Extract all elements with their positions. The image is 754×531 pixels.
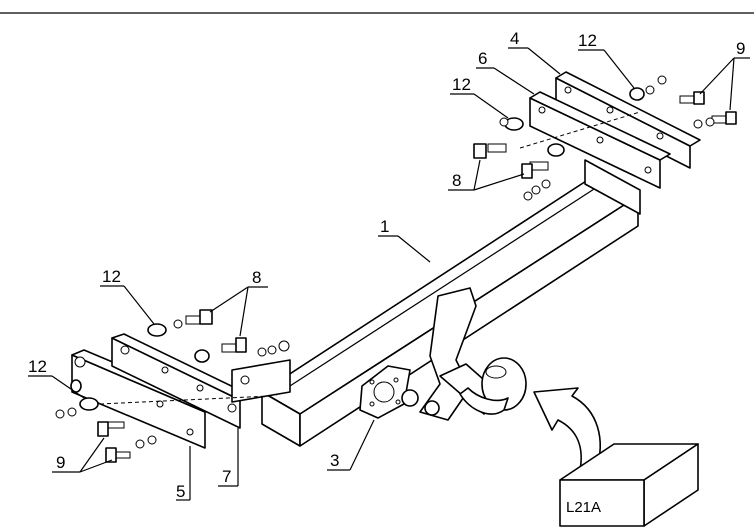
callout-5: 5 [176,482,185,501]
callout-9-right: 9 [736,39,745,58]
callout-3: 3 [330,451,339,470]
callout-12-far-left: 12 [28,357,47,376]
leader-lines [28,47,750,501]
callout-8-left: 8 [252,268,261,287]
callout-12-right: 12 [452,75,471,94]
socket-plate-part [359,365,440,419]
right-bracket-6 [529,91,671,189]
fasteners-right [473,75,737,201]
callout-12-top: 12 [578,31,597,50]
callout-8-right: 8 [452,171,461,190]
right-bracket-4 [555,71,701,169]
callout-6: 6 [478,49,487,68]
callout-12-left: 12 [102,267,121,286]
callout-7: 7 [222,467,231,486]
tow-ball [459,357,527,415]
crossbar-left-end [231,359,291,403]
callout-1: 1 [380,217,389,236]
crossbar-left-hole [240,375,250,385]
kit-box: L21A [559,443,699,527]
curved-arrow-icon [533,387,601,471]
kit-box-label: L21A [566,499,601,516]
align-line-left [99,395,271,405]
callout-9-left: 9 [56,453,65,472]
fasteners-left [55,309,290,463]
callout-4: 4 [510,29,519,48]
